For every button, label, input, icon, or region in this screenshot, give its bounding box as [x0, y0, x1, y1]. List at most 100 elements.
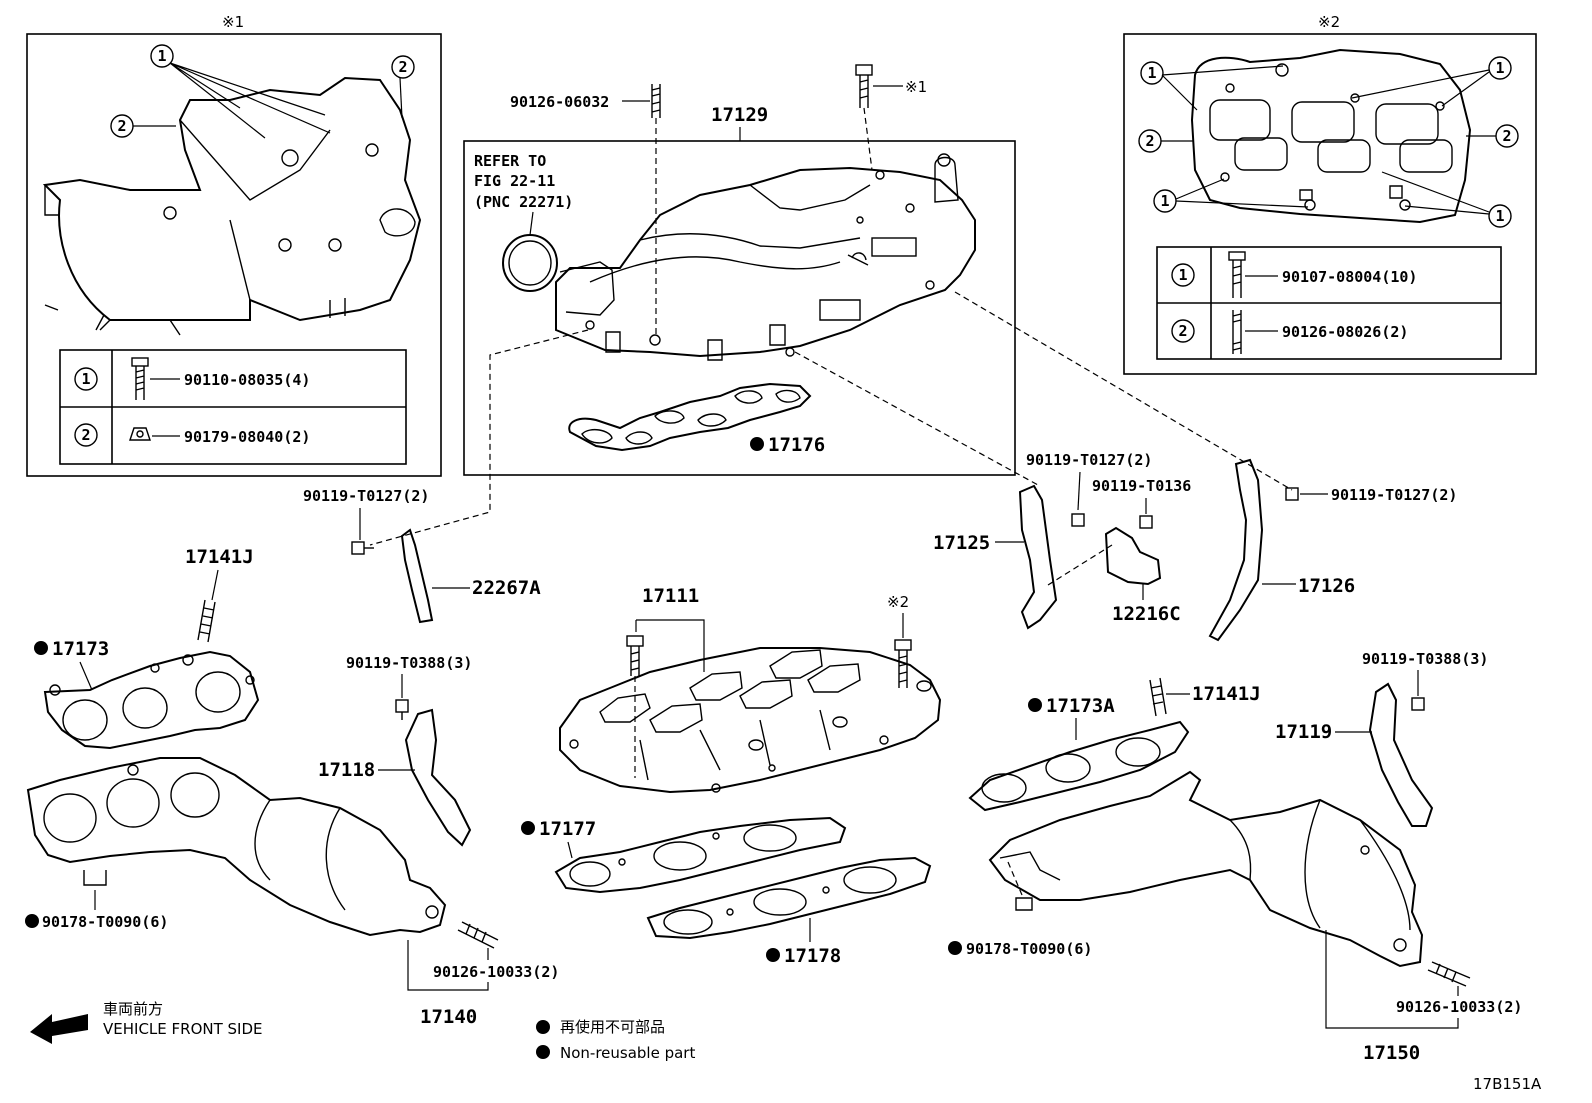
- inset-left-callout-2b: 2: [391, 55, 415, 119]
- bracket-17119: 90119-T0388(3) 17119: [1275, 650, 1488, 827]
- svg-text:1: 1: [1495, 207, 1504, 225]
- inset-right: ※2 1 1: [1123, 13, 1537, 375]
- nonreusable-dot-icon: [34, 641, 48, 655]
- inset-left-frame: [26, 33, 442, 477]
- label-17111: 17111: [642, 585, 699, 607]
- exhaust-manifold-17150: 90178-T0090(6) 90126-10033(2) 17150: [948, 770, 1522, 1064]
- inset-left: ※1 1 2: [26, 13, 442, 477]
- svg-text:1: 1: [1160, 192, 1169, 210]
- center-box: REFER TO FIG 22-11 (PNC 22271): [463, 104, 1016, 476]
- svg-text:2: 2: [1502, 127, 1511, 145]
- nonreusable-dot-icon: [1028, 698, 1042, 712]
- refer-line-1: REFER TO: [474, 152, 546, 170]
- label-17150: 17150: [1363, 1042, 1420, 1064]
- svg-text:2: 2: [1145, 132, 1154, 150]
- label-90126-06032: 90126-06032: [510, 93, 609, 111]
- exhaust-manifold-17140: 90178-T0090(6) 90126-10033(2) 17140: [25, 757, 559, 1028]
- label-17141J-a: 17141J: [185, 546, 254, 568]
- inset-right-callout-2a: 2: [1138, 129, 1193, 153]
- label-17177: 17177: [539, 818, 596, 840]
- legend-left-part-1: 90110-08035(4): [184, 371, 310, 389]
- label-90178-T0090-a: 90178-T0090(6): [42, 913, 168, 931]
- label-17125: 17125: [933, 532, 990, 554]
- svg-text:1: 1: [157, 47, 166, 65]
- small-bolt-icon: [1285, 487, 1299, 501]
- label-12216C: 12216C: [1112, 603, 1181, 625]
- inset-right-callout-1a: 1: [1140, 61, 1284, 111]
- inset-left-callout-2a: 2: [110, 114, 176, 138]
- nonreusable-dot-icon: [536, 1045, 550, 1059]
- gasket-17173: 17173: [34, 638, 260, 750]
- legend-right-part-2: 90126-08026(2): [1282, 323, 1408, 341]
- inset-right-gasket: [1190, 48, 1472, 224]
- nonreusable-dot-icon: [766, 948, 780, 962]
- bracket-12216C: 90119-T0136 12216C: [1092, 477, 1191, 625]
- inset-left-marker: ※1: [222, 13, 244, 31]
- intake-manifold-17111: 17111: [559, 585, 942, 794]
- label-90119-T0388-a: 90119-T0388(3): [346, 654, 472, 672]
- stud-icon: [1232, 310, 1242, 354]
- label-90126-10033-a: 90126-10033(2): [433, 963, 559, 981]
- nonreusable-label-jp: 再使用不可部品: [560, 1018, 665, 1036]
- bracket-17118: 90119-T0388(3) 17118: [318, 654, 472, 847]
- legend-right-part-1: 90107-08004(10): [1282, 268, 1417, 286]
- label-90126-10033-b: 90126-10033(2): [1396, 998, 1522, 1016]
- inset-right-marker: ※2: [1318, 13, 1340, 31]
- legend-right-num-2: 2: [1178, 322, 1187, 340]
- label-90119-T0388-b: 90119-T0388(3): [1362, 650, 1488, 668]
- bracket-17125: 90119-T0127(2) 17125: [933, 451, 1152, 630]
- gasket-17177: 17177: [521, 816, 847, 894]
- stud-17141J-right: 17141J: [1149, 677, 1261, 717]
- legend-left-num-1: 1: [81, 370, 90, 388]
- nut-icon: [129, 427, 151, 441]
- label-17141J-b: 17141J: [1192, 683, 1261, 705]
- nonreusable-dot-icon: [521, 821, 535, 835]
- label-90119-T0127-a: 90119-T0127(2): [303, 487, 429, 505]
- diagram-id: 17B151A: [1473, 1075, 1542, 1093]
- bolt-icon: [131, 357, 149, 400]
- small-bolt-icon: [1139, 515, 1153, 529]
- intake-plenum: [555, 153, 976, 361]
- label-17118: 17118: [318, 759, 375, 781]
- arrow-left-icon: [30, 1014, 88, 1044]
- bracket-17126: 90119-T0127(2) 17126: [1208, 458, 1457, 642]
- refer-line-2: FIG 22-11: [474, 172, 555, 190]
- inset-right-frame: [1123, 33, 1537, 375]
- legend-right-num-1: 1: [1178, 266, 1187, 284]
- label-17176: 17176: [768, 434, 825, 456]
- label-17119: 17119: [1275, 721, 1332, 743]
- nonreusable-dot-icon: [750, 437, 764, 451]
- bracket-22267A: 90119-T0127(2) 22267A: [303, 487, 541, 624]
- stud-17141J-left: 17141J: [185, 546, 254, 643]
- bolt-icon: [626, 635, 644, 676]
- gasket-17176: [568, 382, 812, 452]
- legend-left-part-2: 90179-08040(2): [184, 428, 310, 446]
- small-bolt-icon: [351, 541, 374, 555]
- front-direction-indicator: 車両前方 VEHICLE FRONT SIDE: [30, 1000, 263, 1044]
- o-ring-gasket: [502, 234, 558, 292]
- nonreusable-dot-icon: [25, 914, 39, 928]
- nonreusable-label-en: Non-reusable part: [560, 1044, 695, 1062]
- label-90119-T0136: 90119-T0136: [1092, 477, 1191, 495]
- label-17126: 17126: [1298, 575, 1355, 597]
- label-90119-T0127-b: 90119-T0127(2): [1026, 451, 1152, 469]
- inset-right-callout-1c: 1: [1153, 178, 1309, 213]
- svg-text:1: 1: [1495, 59, 1504, 77]
- nonreusable-dot-icon: [536, 1020, 550, 1034]
- gasket-17173A: 17173A: [968, 695, 1190, 812]
- legend-left-num-2: 2: [81, 426, 90, 444]
- label-bolt-marker2: ※2: [887, 593, 909, 611]
- center-box-frame: [463, 140, 1016, 476]
- inset-right-callout-2b: 2: [1466, 124, 1519, 148]
- inset-left-callout-1: 1: [150, 44, 331, 139]
- nonreusable-dot-icon: [948, 941, 962, 955]
- label-17178: 17178: [784, 945, 841, 967]
- nonreusable-legend: 再使用不可部品 Non-reusable part: [536, 1018, 695, 1062]
- label-17173: 17173: [52, 638, 109, 660]
- svg-text:2: 2: [117, 117, 126, 135]
- bolt-icon: [1228, 251, 1246, 298]
- inset-left-manifold: [42, 76, 422, 336]
- inset-left-legend: 1 2 90110-08035(4) 90179-08040(2): [59, 349, 407, 465]
- small-bolt-icon: [395, 699, 409, 720]
